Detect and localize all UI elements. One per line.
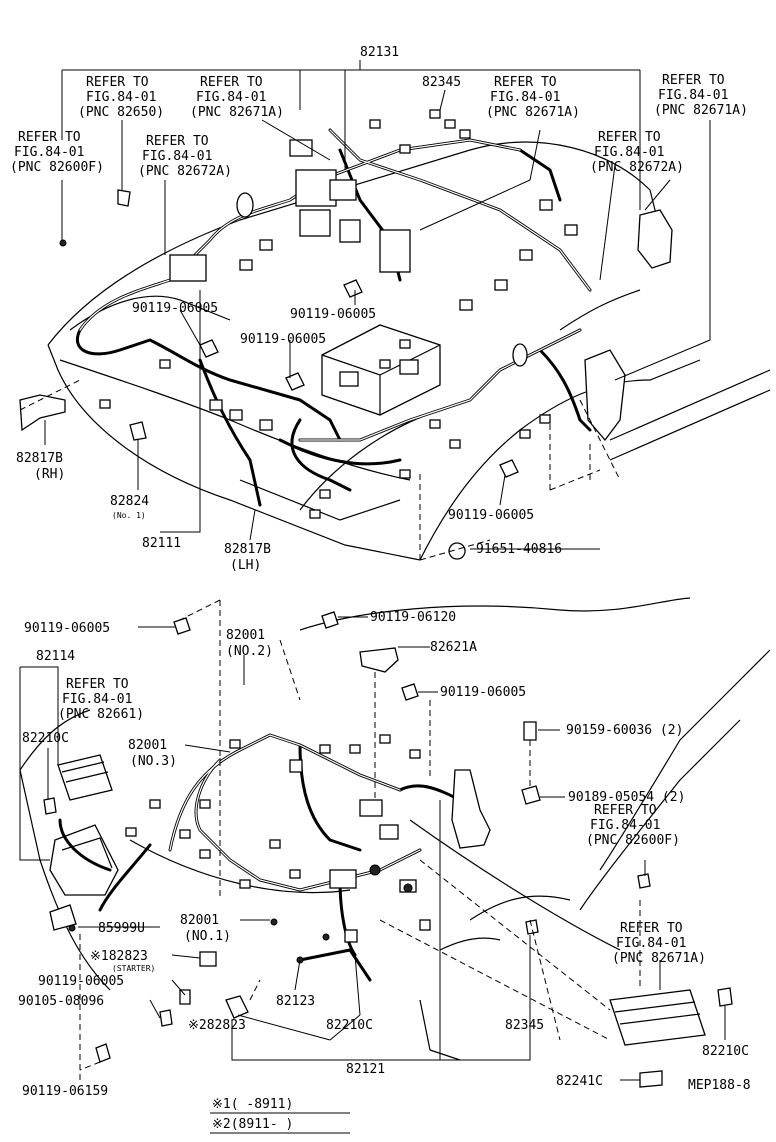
- labels-top: 82131 REFER TO FIG.84-01 (PNC 82650) REF…: [10, 45, 748, 573]
- label-82131: 82131: [360, 45, 399, 60]
- label-82001: 82001: [180, 913, 219, 928]
- refer-text: REFER TO: [598, 130, 661, 145]
- label-82210C: 82210C: [326, 1018, 373, 1033]
- refer-text: REFER TO: [662, 73, 725, 88]
- refer-text: REFER TO: [594, 803, 657, 818]
- battery: [321, 324, 441, 416]
- pnc-82671A: (PNC 82671A): [486, 105, 580, 120]
- fig-text: FIG.84-01: [14, 145, 84, 160]
- fig-text: FIG.84-01: [62, 692, 132, 707]
- label-90105-08096: 90105-08096: [18, 994, 104, 1009]
- label-82114: 82114: [36, 649, 75, 664]
- label-90119-06005: 90119-06005: [132, 301, 218, 316]
- pnc-82600F: (PNC 82600F): [586, 833, 680, 848]
- label-90189-05054: 90189-05054 (2): [568, 790, 685, 805]
- label-code: MEP188-8: [688, 1078, 751, 1093]
- bolt-icons-bottom: [95, 611, 541, 1063]
- relay-block-82114: [43, 754, 119, 896]
- label-82001: 82001: [226, 628, 265, 643]
- refer-text: REFER TO: [620, 921, 683, 936]
- top-assembly: 82131 REFER TO FIG.84-01 (PNC 82650) REF…: [10, 45, 771, 573]
- cabin-wire-harness: [58, 733, 482, 982]
- refer-text: REFER TO: [146, 134, 209, 149]
- label-90159-60036: 90159-60036 (2): [566, 723, 683, 738]
- pnc-82650: (PNC 82650): [78, 105, 164, 120]
- label-82210C: 82210C: [22, 731, 69, 746]
- connector-cluster-bottom: [49, 647, 733, 1088]
- fig-text: FIG.84-01: [594, 145, 664, 160]
- engine-wire-harness: [76, 128, 592, 507]
- label-no1: (No. 1): [112, 511, 146, 520]
- fig-text: FIG.84-01: [490, 90, 560, 105]
- pnc-82600F: (PNC 82600F): [10, 160, 104, 175]
- refer-text: REFER TO: [86, 75, 149, 90]
- label-82817B-rh: 82817B: [16, 451, 63, 466]
- refer-text: REFER TO: [66, 677, 129, 692]
- leader-lines-top: [19, 60, 711, 561]
- label-82001: 82001: [128, 738, 167, 753]
- label-90119-06005: 90119-06005: [440, 685, 526, 700]
- label-82817B-lh: 82817B: [224, 542, 271, 557]
- bottom-assembly: 90119-06005 90119-06120 82621A 90119-060…: [18, 597, 771, 1134]
- pnc-82671A: (PNC 82671A): [654, 103, 748, 118]
- label-no2: (NO.2): [226, 644, 273, 659]
- label-90119-06005: 90119-06005: [448, 508, 534, 523]
- label-82210C: 82210C: [702, 1044, 749, 1059]
- label-82345-top: 82345: [422, 75, 461, 90]
- fig-text: FIG.84-01: [616, 936, 686, 951]
- label-82241C: 82241C: [556, 1074, 603, 1089]
- label-82823-1: ※182823: [90, 949, 148, 964]
- refer-text: REFER TO: [200, 75, 263, 90]
- label-82111: 82111: [142, 536, 181, 551]
- refer-text: REFER TO: [494, 75, 557, 90]
- pnc-82671A: (PNC 82671A): [190, 105, 284, 120]
- pnc-82661: (PNC 82661): [58, 707, 144, 722]
- pnc-82672A: (PNC 82672A): [138, 164, 232, 179]
- label-no1: (NO.1): [184, 929, 231, 944]
- label-90119-06005: 90119-06005: [240, 332, 326, 347]
- note-1: ※1( -8911): [212, 1097, 293, 1112]
- pnc-82671A: (PNC 82671A): [612, 951, 706, 966]
- label-85999U: 85999U: [98, 921, 145, 936]
- label-rh: (RH): [34, 467, 65, 482]
- label-82121: 82121: [346, 1062, 385, 1077]
- label-lh: (LH): [230, 558, 261, 573]
- label-82621A: 82621A: [430, 640, 477, 655]
- fig-text: FIG.84-01: [142, 149, 212, 164]
- fig-text: FIG.84-01: [196, 90, 266, 105]
- label-90119-06005: 90119-06005: [38, 974, 124, 989]
- label-no3: (NO.3): [130, 754, 177, 769]
- fig-text: FIG.84-01: [590, 818, 660, 833]
- label-82824: 82824: [110, 494, 149, 509]
- refer-text: REFER TO: [18, 130, 81, 145]
- label-90119-06159: 90119-06159: [22, 1084, 108, 1099]
- label-82345-bottom: 82345: [505, 1018, 544, 1033]
- connector-cluster-top: [19, 109, 673, 560]
- label-91651-40816: 91651-40816: [476, 542, 562, 557]
- pnc-82672A: (PNC 82672A): [590, 160, 684, 175]
- label-82123: 82123: [276, 994, 315, 1009]
- fig-text: FIG.84-01: [658, 88, 728, 103]
- labels-bottom: 90119-06005 90119-06120 82621A 90119-060…: [18, 610, 751, 1134]
- fig-text: FIG.84-01: [86, 90, 156, 105]
- label-82823-2: ※282823: [188, 1018, 246, 1033]
- label-starter: (STARTER): [112, 964, 155, 973]
- label-90119-06005: 90119-06005: [24, 621, 110, 636]
- label-90119-06005: 90119-06005: [290, 307, 376, 322]
- leader-lines-bottom: [19, 599, 726, 1081]
- note-2: ※2(8911- ): [212, 1117, 293, 1132]
- label-90119-06120: 90119-06120: [370, 610, 456, 625]
